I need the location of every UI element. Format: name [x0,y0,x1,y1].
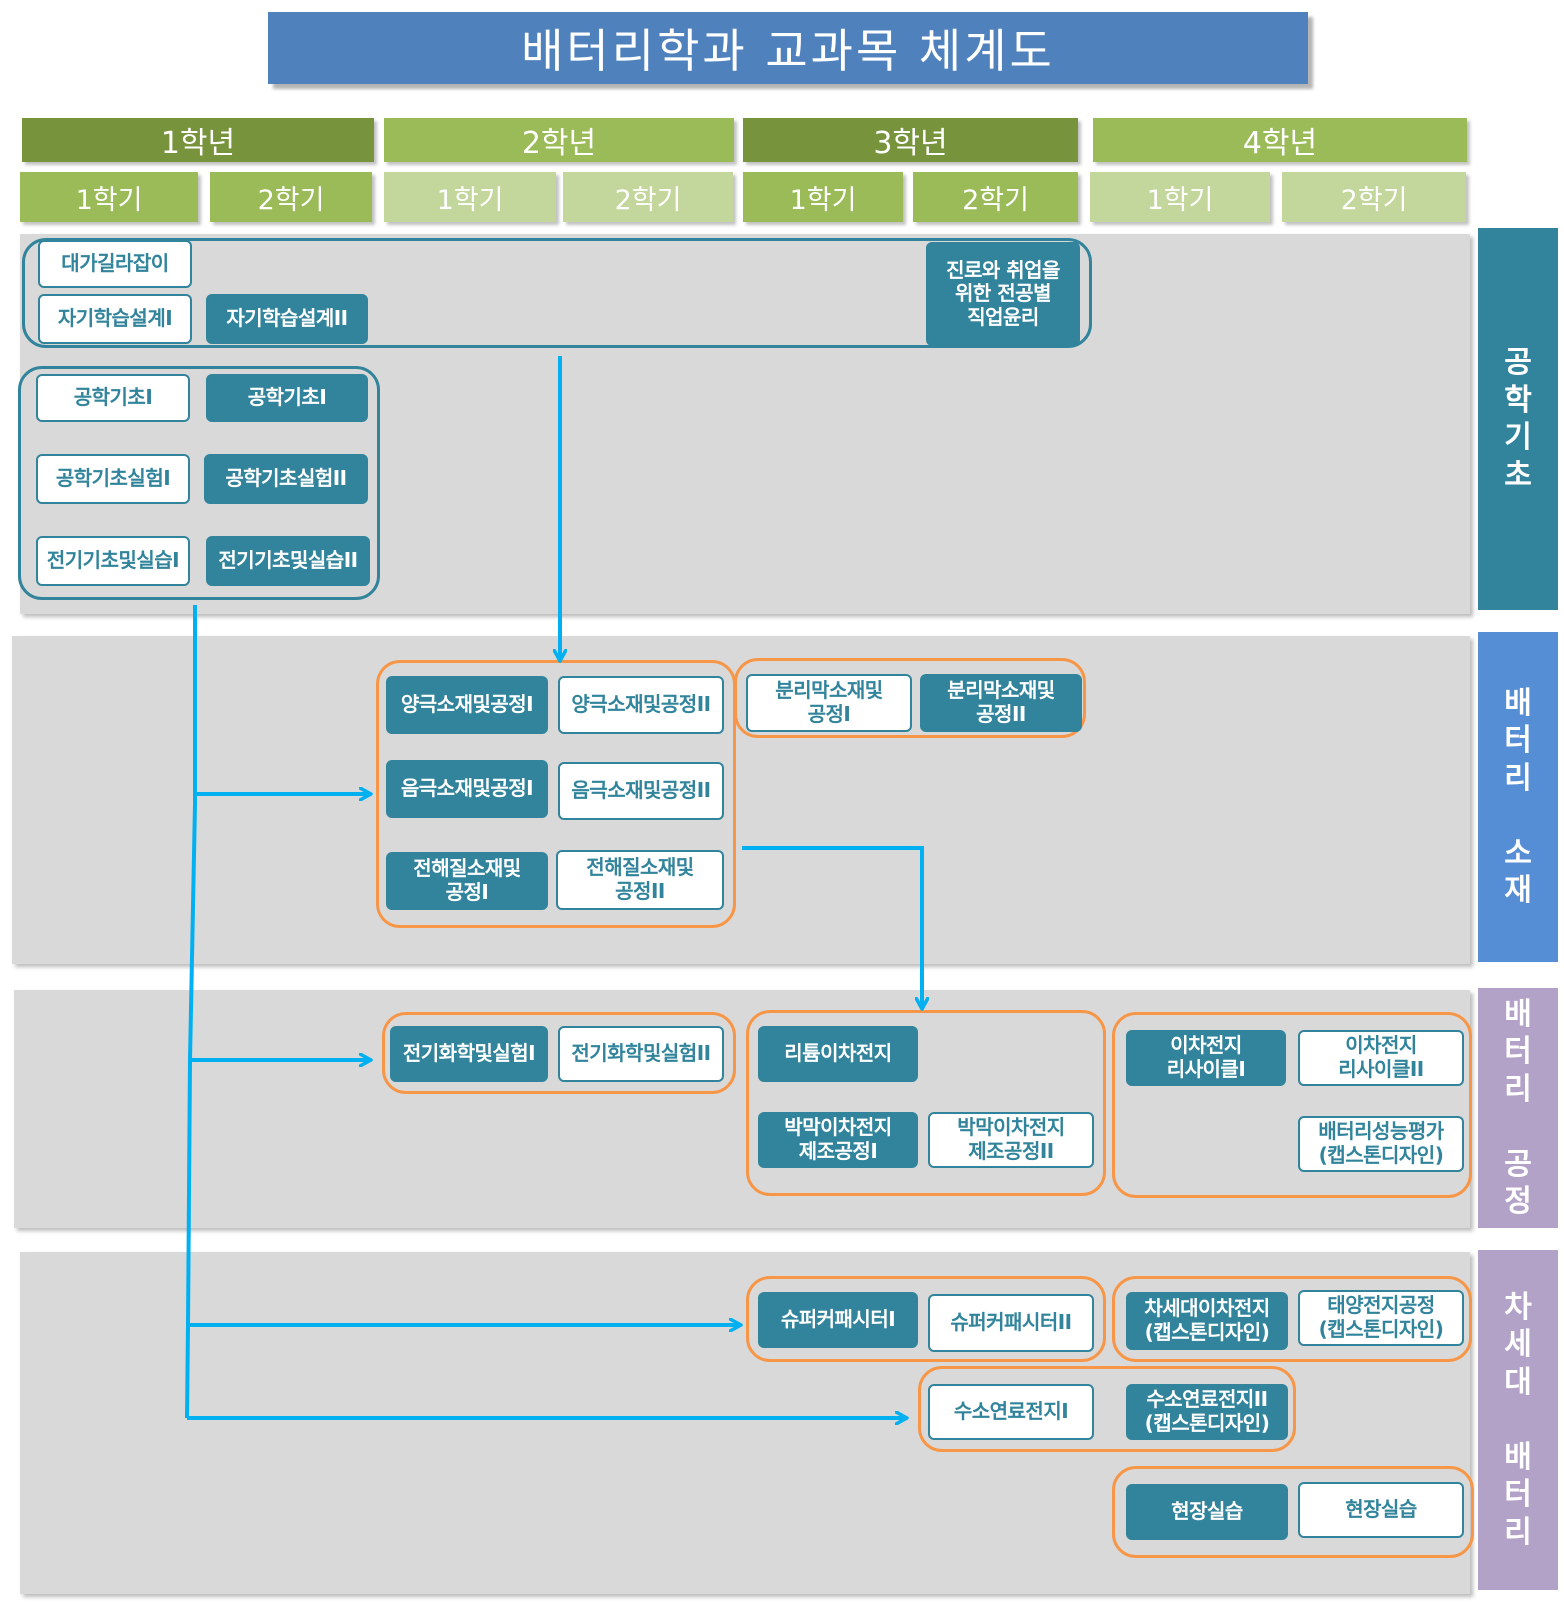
course-c07[interactable]: 공학기초실험I [36,454,190,504]
semester-header: 2학기 [210,172,372,222]
course-c09[interactable]: 전기기초및실습I [36,536,190,586]
group-foundation-basics [18,366,380,600]
semester-header: 2학기 [1282,172,1466,222]
year-header-2: 2학년 [384,118,734,162]
group-separator [734,658,1086,738]
course-c24[interactable]: 이차전지 리사이클I [1126,1030,1286,1086]
page-title: 배터리학과 교과목 체계도 [268,12,1308,84]
year-header-1: 1학년 [22,118,374,162]
group-nextgen-capstone [1112,1276,1472,1362]
category-label-process: 배 터 리 공 정 [1478,988,1558,1228]
course-c25[interactable]: 이차전지 리사이클II [1298,1030,1464,1086]
course-c11[interactable]: 양극소재및공정I [386,676,548,734]
course-c26[interactable]: 배터리성능평가 (캡스톤디자인) [1298,1116,1464,1172]
semester-header: 2학기 [563,172,733,222]
group-recycle-evaluation [1112,1012,1472,1198]
course-c27[interactable]: 슈퍼커패시터I [758,1292,918,1348]
course-c22[interactable]: 박막이차전지 제조공정I [758,1112,918,1168]
course-c10[interactable]: 전기기초및실습II [206,536,370,586]
course-c13[interactable]: 음극소재및공정I [386,760,548,818]
semester-header: 1학기 [743,172,903,222]
course-c06[interactable]: 공학기초I [206,374,368,422]
course-c03[interactable]: 자기학습설계II [206,294,368,344]
course-c01[interactable]: 대가길라잡이 [38,240,192,288]
course-c34[interactable]: 현장실습 [1298,1482,1464,1538]
course-c05[interactable]: 공학기초I [36,374,190,422]
course-c02[interactable]: 자기학습설계I [38,294,192,344]
course-c21[interactable]: 리튬이차전지 [758,1026,918,1082]
category-label-foundation: 공 학 기 초 [1478,228,1558,610]
course-c14[interactable]: 음극소재및공정II [558,762,724,820]
group-electrochemistry [382,1012,736,1094]
course-c20[interactable]: 전기화학및실험II [558,1026,724,1082]
group-field-practice [1112,1466,1474,1558]
course-c18[interactable]: 분리막소재및 공정II [920,674,1082,732]
group-foundation-orientation [22,238,1092,348]
group-fuel-cell [918,1366,1296,1452]
course-c04[interactable]: 진로와 취업을 위한 전공별 직업윤리 [926,242,1080,346]
semester-header: 2학기 [913,172,1078,222]
course-c17[interactable]: 분리막소재및 공정I [746,674,912,732]
category-label-nextgen: 차 세 대 배 터 리 [1478,1250,1558,1590]
course-c19[interactable]: 전기화학및실험I [390,1026,548,1082]
category-label-materials: 배 터 리 소 재 [1478,632,1558,962]
course-c16[interactable]: 전해질소재및 공정II [556,850,724,910]
course-c15[interactable]: 전해질소재및 공정I [386,852,548,910]
course-c32[interactable]: 수소연료전지II (캡스톤디자인) [1126,1384,1288,1440]
course-c12[interactable]: 양극소재및공정II [558,676,724,734]
band-process [14,990,1470,1228]
course-c08[interactable]: 공학기초실험II [204,454,368,504]
course-c29[interactable]: 차세대이차전지 (캡스톤디자인) [1126,1292,1288,1350]
year-header-4: 4학년 [1093,118,1467,162]
group-supercapacitor [746,1276,1106,1362]
course-c31[interactable]: 수소연료전지I [928,1384,1094,1440]
semester-header: 1학기 [1090,172,1270,222]
band-materials [12,636,1470,964]
course-c28[interactable]: 슈퍼커패시터II [928,1294,1094,1352]
course-c23[interactable]: 박막이차전지 제조공정II [928,1112,1094,1168]
arrow-trunk [185,605,197,1419]
course-c30[interactable]: 태양전지공정 (캡스톤디자인) [1298,1290,1464,1346]
semester-header: 1학기 [384,172,556,222]
year-header-3: 3학년 [743,118,1078,162]
course-c33[interactable]: 현장실습 [1126,1484,1288,1540]
semester-header: 1학기 [20,172,198,222]
group-lithium-battery [746,1010,1106,1196]
arrow-electrode-to-lithium [742,846,922,1008]
